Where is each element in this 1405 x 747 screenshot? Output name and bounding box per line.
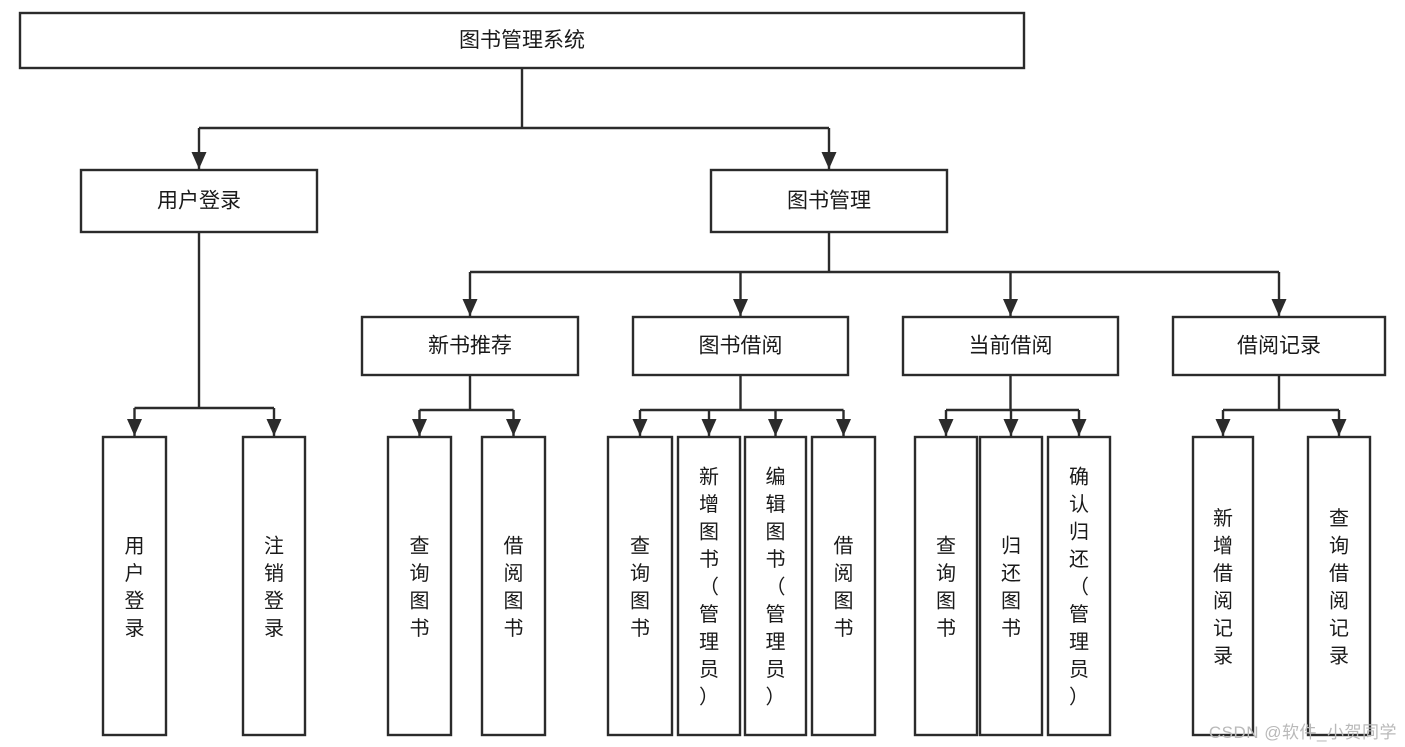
node-label: 新书推荐 — [428, 335, 512, 358]
node-leaf[interactable]: 归还图书 — [978, 435, 1044, 737]
node-label: 查询图书 — [630, 534, 650, 640]
node-box[interactable] — [101, 435, 168, 737]
node-label: 借阅图书 — [504, 534, 524, 640]
node-label: 新增借阅记录 — [1213, 507, 1233, 668]
arrow-head-icon — [412, 419, 427, 436]
node-label: 新增图书（管理员） — [699, 466, 719, 709]
node-level2[interactable]: 用户登录 — [79, 168, 319, 234]
arrow-head-icon — [462, 299, 478, 316]
node-box[interactable] — [1171, 315, 1387, 377]
node-leaf[interactable]: 编辑图书（管理员） — [743, 435, 808, 737]
node-leaf[interactable]: 确认归还（管理员） — [1046, 435, 1112, 737]
node-label: 确认归还（管理员） — [1069, 466, 1089, 709]
node-label: 图书借阅 — [699, 335, 783, 358]
node-box[interactable] — [743, 435, 808, 737]
node-label: 图书管理系统 — [459, 29, 585, 52]
csdn-watermark: CSDN @软件_小贺同学 — [1208, 723, 1397, 742]
node-box[interactable] — [1306, 435, 1372, 737]
node-leaf[interactable]: 借阅图书 — [810, 435, 877, 737]
node-leaf[interactable]: 用户登录 — [101, 435, 168, 737]
node-box[interactable] — [978, 435, 1044, 737]
arrow-head-icon — [733, 299, 748, 316]
node-box[interactable] — [631, 315, 850, 377]
node-box[interactable] — [913, 435, 979, 737]
arrow-head-icon — [1003, 419, 1019, 436]
arrow-head-icon — [938, 419, 954, 436]
node-box[interactable] — [1191, 435, 1255, 737]
node-level3[interactable]: 新书推荐 — [360, 315, 580, 377]
node-level3[interactable]: 当前借阅 — [901, 315, 1120, 377]
arrow-head-icon — [1271, 299, 1287, 316]
arrow-head-icon — [191, 152, 207, 169]
node-root[interactable]: 图书管理系统 — [18, 11, 1026, 70]
node-box[interactable] — [241, 435, 307, 737]
node-box[interactable] — [480, 435, 547, 737]
node-leaf[interactable]: 借阅图书 — [480, 435, 547, 737]
node-box[interactable] — [606, 435, 674, 737]
node-leaf[interactable]: 注销登录 — [241, 435, 307, 737]
arrow-head-icon — [1003, 299, 1018, 316]
node-level2[interactable]: 图书管理 — [709, 168, 949, 234]
node-label: 注销登录 — [264, 534, 284, 640]
node-leaf[interactable]: 查询图书 — [386, 435, 453, 737]
node-leaf[interactable]: 新增图书（管理员） — [676, 435, 742, 737]
node-label: 用户登录 — [157, 190, 241, 213]
node-level3[interactable]: 借阅记录 — [1171, 315, 1387, 377]
node-box[interactable] — [810, 435, 877, 737]
node-box[interactable] — [386, 435, 453, 737]
node-label: 归还图书 — [1001, 534, 1021, 640]
node-box[interactable] — [360, 315, 580, 377]
arrow-head-icon — [632, 419, 648, 436]
arrow-head-icon — [127, 419, 142, 436]
node-box[interactable] — [1046, 435, 1112, 737]
arrow-head-icon — [1071, 419, 1087, 436]
node-label: 编辑图书（管理员） — [766, 466, 786, 709]
arrow-head-icon — [768, 419, 783, 436]
node-box[interactable] — [901, 315, 1120, 377]
node-leaf[interactable]: 新增借阅记录 — [1191, 435, 1255, 737]
arrow-head-icon — [1331, 419, 1347, 436]
arrow-head-icon — [821, 152, 837, 169]
arrow-head-icon — [701, 419, 717, 436]
node-leaf[interactable]: 查询图书 — [913, 435, 979, 737]
node-layer: 图书管理系统用户登录图书管理新书推荐图书借阅当前借阅借阅记录用户登录注销登录查询… — [18, 11, 1387, 737]
node-box[interactable] — [709, 168, 949, 234]
arrow-head-icon — [836, 419, 851, 436]
node-box[interactable] — [18, 11, 1026, 70]
node-box[interactable] — [676, 435, 742, 737]
node-label: 当前借阅 — [969, 335, 1053, 358]
arrow-head-icon — [1215, 419, 1231, 436]
arrow-head-icon — [266, 419, 282, 436]
node-label: 查询图书 — [936, 534, 956, 640]
edge-layer — [127, 68, 1347, 436]
node-label: 查询图书 — [410, 534, 430, 640]
node-box[interactable] — [79, 168, 319, 234]
node-leaf[interactable]: 查询图书 — [606, 435, 674, 737]
arrow-head-icon — [506, 419, 521, 436]
node-label: 借阅图书 — [834, 534, 854, 640]
node-label: 图书管理 — [787, 190, 871, 213]
node-level3[interactable]: 图书借阅 — [631, 315, 850, 377]
node-label: 用户登录 — [125, 535, 145, 640]
node-label: 借阅记录 — [1237, 335, 1321, 358]
node-leaf[interactable]: 查询借阅记录 — [1306, 435, 1372, 737]
node-label: 查询借阅记录 — [1329, 507, 1349, 668]
